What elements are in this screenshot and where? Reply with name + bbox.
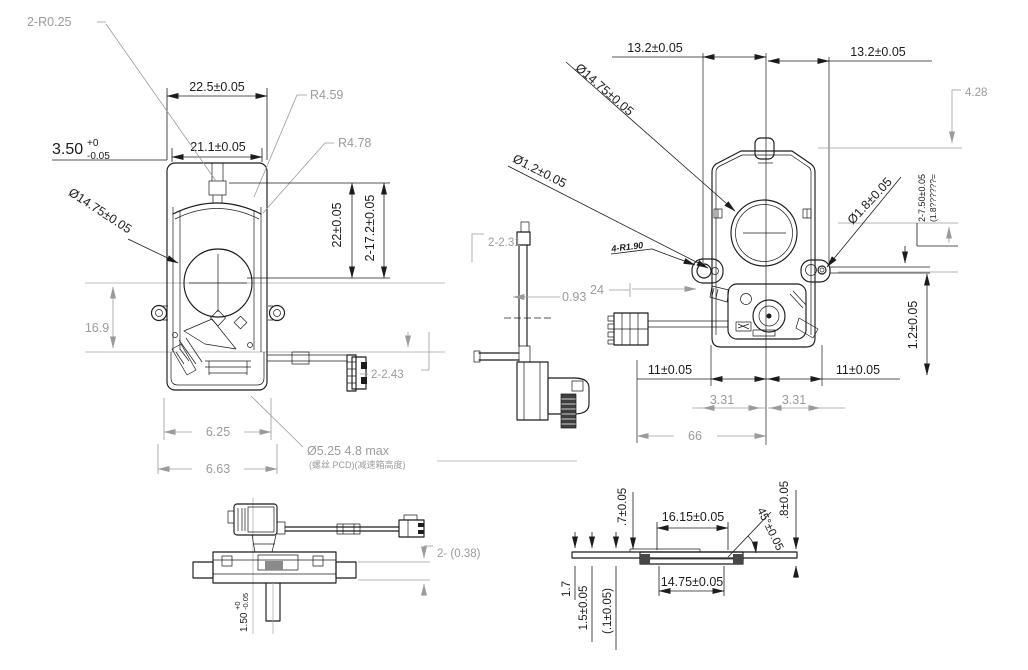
dim-front-corner-radius: 2-R0.25 bbox=[27, 15, 72, 29]
rear-motor-housing bbox=[727, 283, 807, 340]
dim-section-plate-thickness: 1.5±0.05 bbox=[578, 586, 590, 631]
front-body-outline bbox=[166, 162, 268, 391]
dim-front-radius-outer: R4.59 bbox=[310, 88, 343, 102]
dim-side-ref-tab: 2-2.31 bbox=[488, 237, 521, 249]
dim-front-radius-inner: R4.78 bbox=[338, 136, 371, 150]
dim-front-width-inner: 21.1±0.05 bbox=[190, 140, 246, 154]
dim-section-gap: (.1±0.05) bbox=[602, 588, 614, 634]
dim-rear-ref-top: 4.28 bbox=[965, 87, 987, 99]
dim-top-shaft: 1.50 bbox=[239, 612, 250, 632]
section-plate bbox=[571, 551, 798, 559]
dim-side-ref-gap: 0.93 bbox=[562, 290, 586, 304]
top-motor bbox=[233, 503, 278, 536]
rear-body-outline bbox=[711, 150, 816, 348]
dim-rear-ref-total: 66 bbox=[688, 429, 702, 443]
dim-rear-span-left: 11±0.05 bbox=[648, 363, 692, 377]
dim-side-ref-len: 24 bbox=[590, 283, 604, 297]
dim-rear-pitch-right: 3.31 bbox=[782, 393, 806, 407]
dim-front-ref-connector: 2-2.43 bbox=[371, 369, 404, 381]
dim-rear-pitch-left: 3.31 bbox=[710, 393, 734, 407]
front-bore-circle bbox=[183, 248, 253, 318]
dim-top-ref-thickness: 2- (0.38) bbox=[437, 548, 481, 560]
dim-rear-depth-line2: (1.8??????= bbox=[928, 174, 938, 222]
top-view: 2- (0.38) 1.50 +0 -0.05 bbox=[192, 498, 481, 634]
rear-view: 13.2±0.05 13.2±0.05 4.28 Ø14.75±0.05 Ø1.… bbox=[507, 41, 987, 445]
side-view: 0.93 24 2-2.31 bbox=[471, 221, 697, 429]
dim-front-ref-height: 16.9 bbox=[85, 321, 109, 335]
dim-rear-span-right: 11±0.05 bbox=[836, 363, 880, 377]
dim-front-boss-tol-minus: -0.05 bbox=[87, 151, 110, 162]
dim-front-height-full: 22±0.05 bbox=[330, 202, 344, 247]
dim-rear-lug-radius: 4-R1.90 bbox=[610, 240, 644, 254]
side-gearbox bbox=[516, 361, 549, 421]
dim-rear-offset-left: 13.2±0.05 bbox=[627, 41, 683, 55]
dim-rear-hole-small: Ø1.2±0.05 bbox=[510, 152, 568, 191]
dim-front-bore: Ø14.75±0.05 bbox=[66, 185, 134, 236]
side-motor bbox=[547, 377, 590, 415]
dim-front-boss-tol-plus: +0 bbox=[87, 138, 99, 149]
note-pcd-line1: Ø5.25 4.8 max bbox=[307, 444, 390, 458]
note-pcd-line2: (螺丝 PCD)(减速箱高度) bbox=[309, 459, 406, 470]
section-view: .7±0.05 16.15±0.05 45°±0.05 .8±0.05 1.7 … bbox=[561, 481, 799, 650]
dim-section-step: .7±0.05 bbox=[617, 488, 629, 526]
front-connector bbox=[346, 354, 357, 392]
dim-rear-bore: Ø14.75±0.05 bbox=[573, 61, 637, 119]
dim-rear-hole-mid: Ø1.8±0.05 bbox=[845, 175, 895, 227]
dim-section-width-top: 16.15±0.05 bbox=[662, 510, 725, 524]
dim-top-shaft-tol-minus: -0.05 bbox=[241, 593, 250, 610]
dim-front-ref-width-outer: 6.63 bbox=[206, 462, 230, 476]
dim-rear-depth-line1: 2-7.50±0.05 bbox=[917, 174, 927, 222]
dim-front-height-pair: 2-17.2±0.05 bbox=[363, 195, 377, 262]
dim-front-ref-width-inner: 6.25 bbox=[206, 425, 230, 439]
top-connector bbox=[398, 519, 425, 538]
dim-rear-offset-right: 13.2±0.05 bbox=[850, 45, 906, 59]
dim-section-width-bottom: 14.75±0.05 bbox=[661, 575, 724, 589]
dim-front-boss: 3.50 bbox=[52, 141, 83, 158]
dim-top-shaft-tol-plus: +0 bbox=[233, 601, 242, 610]
dim-section-total: 1.7 bbox=[561, 581, 573, 597]
rear-bore-circle bbox=[730, 199, 798, 267]
dim-front-width-outer: 22.5±0.05 bbox=[189, 80, 245, 94]
dim-section-edge: .8±0.05 bbox=[779, 481, 791, 519]
dim-rear-edge-gap: 1.2±0.05 bbox=[906, 301, 920, 350]
